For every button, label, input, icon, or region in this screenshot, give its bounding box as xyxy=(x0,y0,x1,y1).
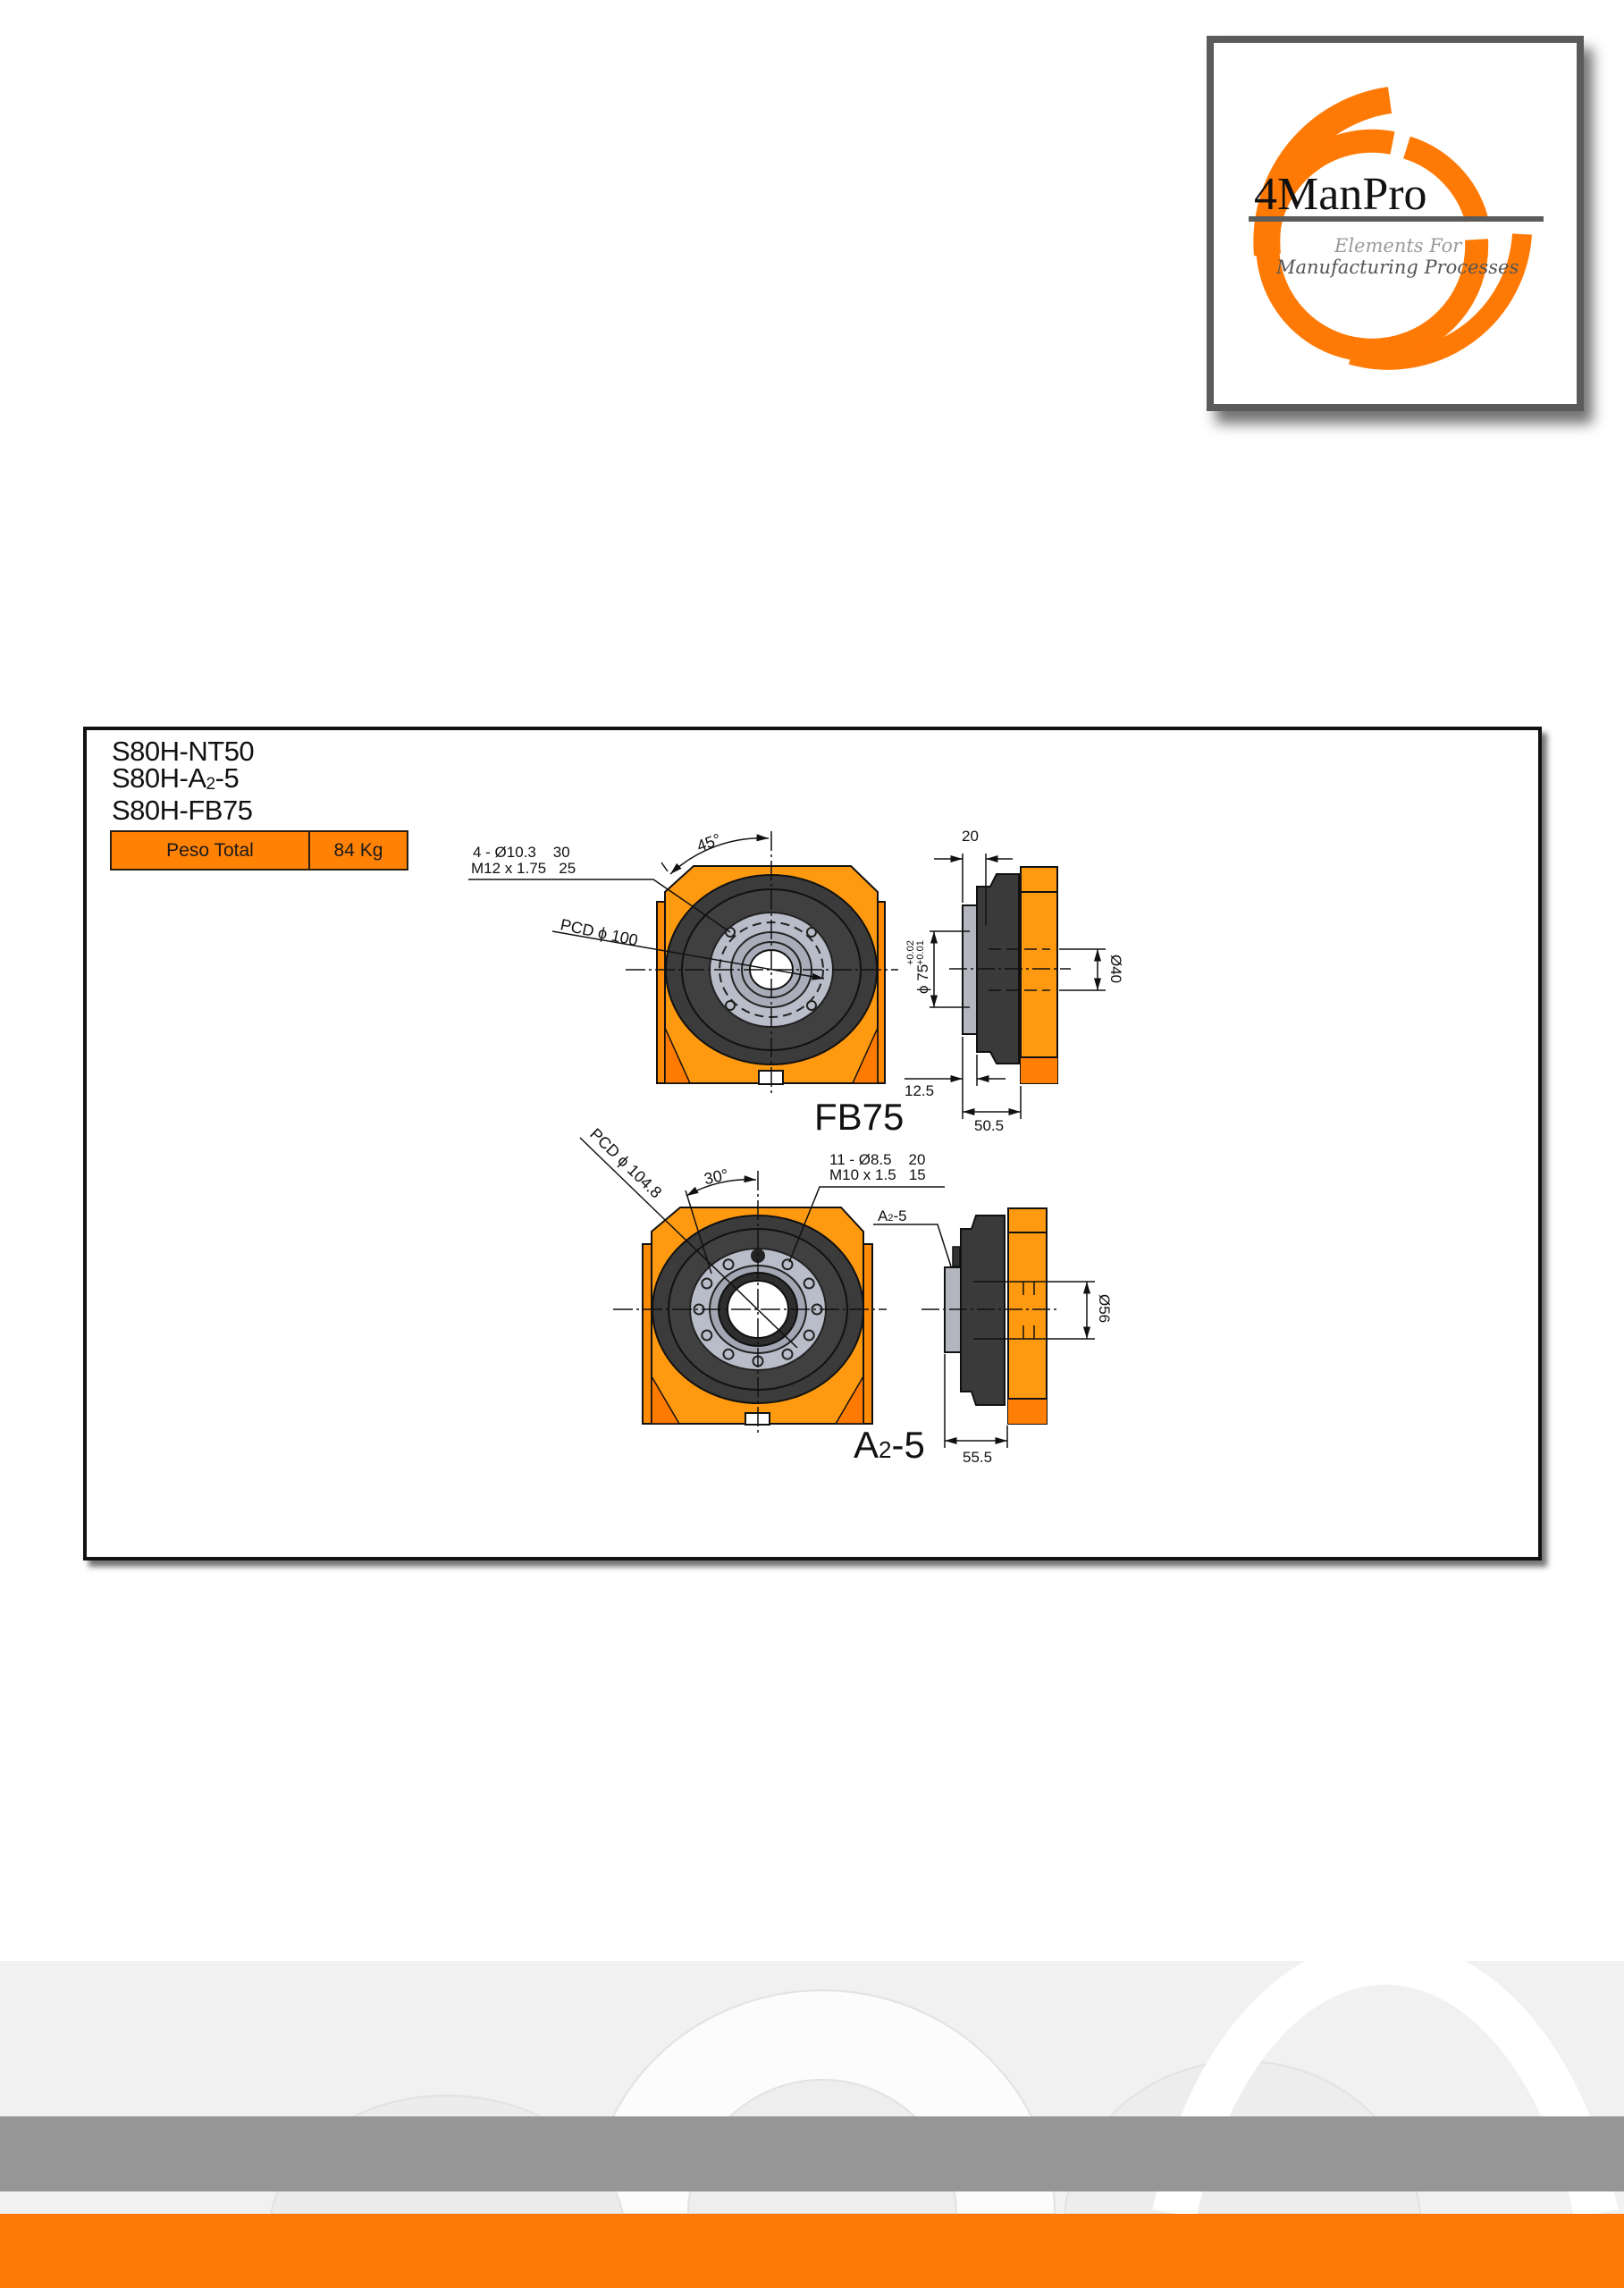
fb75-dim-pilot-tol-lower: +0.01 xyxy=(915,940,926,965)
model-name: S80H-NT50 xyxy=(112,736,255,767)
a25-angle: 30° xyxy=(703,1165,730,1188)
a25-side-view: Ø56 A2-5 55.5 xyxy=(873,1207,1113,1466)
logo-inner-ring-upper xyxy=(1402,136,1488,223)
bolt-hole xyxy=(722,1258,735,1271)
model-list: S80H-NT50 S80H-A2-5 S80H-FB75 xyxy=(112,736,255,826)
fb75-pcd: PCD ϕ 100 xyxy=(559,915,639,949)
a25-front-view: 11 - Ø8.5 20 M10 x 1.5 15 30° PCD ϕ 104.… xyxy=(579,1124,945,1466)
logo-tagline-1: Elements For xyxy=(1334,235,1463,257)
logo-brand-text: 4ManPro xyxy=(1254,169,1427,220)
a25-title: A2-5 xyxy=(854,1424,925,1466)
bolt-hole xyxy=(701,1277,713,1290)
weight-label: Peso Total xyxy=(112,832,310,869)
bolt-hole xyxy=(806,1000,817,1011)
fb75-holes-spec: 4 - Ø10.3 30 xyxy=(473,844,570,861)
fb75-dim-bore: Ø40 xyxy=(1107,955,1124,983)
bolt-hole xyxy=(803,1277,815,1290)
weight-table: Peso Total 84 Kg xyxy=(110,830,408,871)
bolt-hole xyxy=(803,1329,815,1342)
bolt-hole xyxy=(725,1000,736,1011)
bolt-hole xyxy=(722,1348,735,1360)
a25-holes-spec: 11 - Ø8.5 20 xyxy=(829,1151,925,1168)
model-name: S80H-FB75 xyxy=(112,795,253,826)
fb75-dim-length: 50.5 xyxy=(974,1117,1004,1134)
fb75-title: FB75 xyxy=(814,1096,904,1138)
fb75-side-view: 20 ϕ 75 +0.02 +0.01 Ø40 12.5 50.5 xyxy=(905,828,1124,1134)
logo-inner-ring xyxy=(1256,129,1489,362)
logo-tagline-2: Manufacturing Processes xyxy=(1275,257,1519,278)
fb75-thread-spec: M12 x 1.75 25 xyxy=(471,860,576,877)
footer-orange-band xyxy=(0,2214,1624,2288)
fb75-dim-pilot-tol-upper: +0.02 xyxy=(905,940,916,965)
a25-dim-bore: Ø56 xyxy=(1096,1294,1113,1323)
bolt-hole xyxy=(701,1329,713,1342)
fb75-angle: 45° xyxy=(694,830,723,855)
company-logo: 4ManPro Elements For Manufacturing Proce… xyxy=(1249,87,1544,370)
bolt-hole xyxy=(781,1258,794,1271)
fb75-dim-pilot: ϕ 75 xyxy=(914,964,931,994)
footer-arch xyxy=(1152,1961,1619,2214)
fb75-dim-offset: 12.5 xyxy=(905,1082,934,1099)
technical-drawing: 4 - Ø10.3 30 M12 x 1.75 25 45° PCD ϕ 100… xyxy=(468,828,1124,1466)
fb75-front-view: 4 - Ø10.3 30 M12 x 1.75 25 45° PCD ϕ 100… xyxy=(468,830,904,1138)
a25-thread-spec: M10 x 1.5 15 xyxy=(829,1166,926,1183)
logo-top-swoosh xyxy=(1253,87,1393,257)
bolt-hole xyxy=(781,1348,794,1360)
fb75-dim-width: 20 xyxy=(962,828,979,845)
bolt-hole xyxy=(806,927,817,938)
logo-divider xyxy=(1249,216,1544,222)
weight-value: 84 Kg xyxy=(333,839,383,861)
a25-pcd: PCD ϕ 104.8 xyxy=(586,1124,665,1201)
logo-outer-swoosh xyxy=(1348,233,1532,370)
a25-dim-length: 55.5 xyxy=(963,1449,992,1466)
footer-gray-band xyxy=(0,2116,1624,2191)
a25-callout: A2-5 xyxy=(878,1207,907,1224)
model-name: S80H-A2-5 xyxy=(112,761,240,794)
bolt-hole xyxy=(725,927,736,938)
